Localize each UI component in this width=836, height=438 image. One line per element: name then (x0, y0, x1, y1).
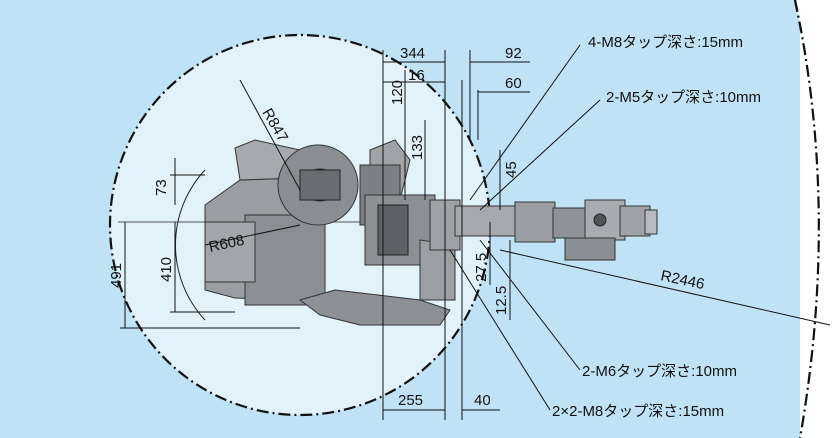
r2446-leader (499, 249, 831, 326)
callout-1-leader (469, 44, 581, 201)
dim-45: 45 (503, 161, 520, 178)
dim-40: 40 (474, 392, 491, 409)
callout-2-m6-tap: 2-M6タップ深さ:10mm (582, 363, 737, 380)
callout-4-m8-tap: 4-M8タップ深さ:15mm (588, 34, 743, 51)
dim-410: 410 (158, 257, 175, 282)
callout-4-leader (449, 249, 551, 411)
dim-344: 344 (400, 45, 425, 62)
callout-2-leader (479, 99, 601, 211)
dim-27-5: 27.5 (473, 253, 490, 282)
r608-arc (175, 169, 206, 321)
dim-60: 60 (505, 75, 522, 92)
r847-leader (239, 79, 301, 191)
dim-92: 92 (505, 45, 522, 62)
outside-envelope-fill (795, 0, 836, 438)
callout-2-m5-tap: 2-M5タップ深さ:10mm (606, 89, 761, 106)
dim-133: 133 (409, 135, 426, 160)
dim-255: 255 (398, 392, 423, 409)
r608-leader (204, 224, 301, 246)
robot-top-view (204, 139, 658, 326)
dim-491: 491 (108, 263, 125, 288)
dimension-lines (120, 50, 530, 420)
callout-2x2-m8-tap: 2×2-M8タップ深さ:15mm (552, 403, 724, 420)
callout-3-leader (479, 239, 581, 371)
dim-120: 120 (389, 80, 406, 105)
dim-73: 73 (153, 179, 170, 196)
dim-12-5: 12.5 (493, 286, 510, 315)
dim-16: 16 (408, 67, 425, 84)
outer-envelope-line (793, 0, 820, 438)
